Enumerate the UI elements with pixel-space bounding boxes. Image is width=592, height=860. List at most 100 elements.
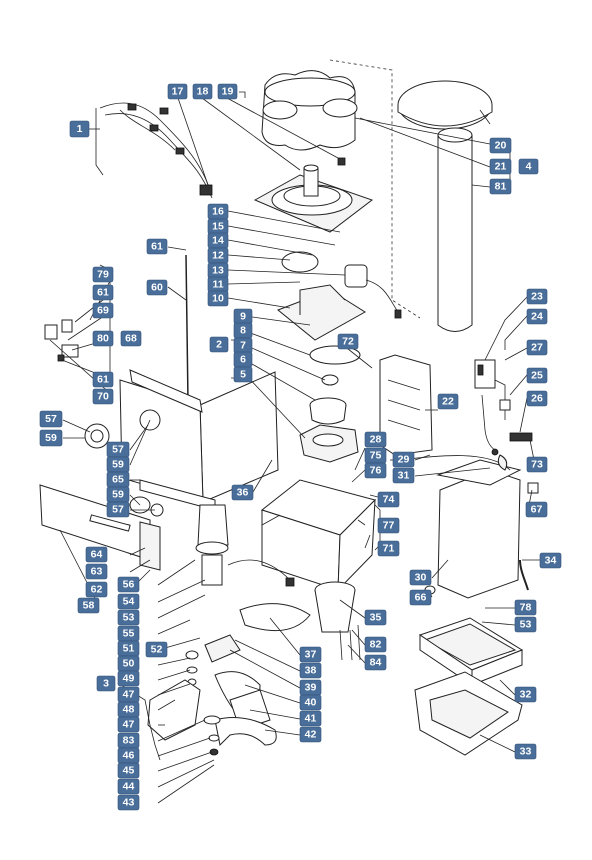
- callout-40: 40: [299, 694, 322, 711]
- callout-25: 25: [526, 367, 548, 384]
- svg-text:70: 70: [97, 391, 109, 403]
- hopper-canister: [261, 70, 358, 166]
- callout-78: 78: [514, 599, 537, 616]
- callout-1: 1: [69, 120, 90, 138]
- callout-73: 73: [526, 456, 548, 473]
- base-box: [260, 479, 376, 592]
- callout-52: 52: [145, 641, 168, 658]
- svg-text:5: 5: [240, 369, 246, 381]
- callout-64: 64: [85, 546, 108, 563]
- svg-text:36: 36: [237, 487, 249, 499]
- callout-74: 74: [377, 491, 400, 508]
- callout-71: 71: [377, 540, 400, 557]
- svg-text:17: 17: [172, 86, 184, 98]
- svg-text:19: 19: [222, 86, 234, 98]
- callout-39: 39: [299, 679, 322, 696]
- callout-47-a: 47: [117, 686, 140, 703]
- callout-49: 49: [117, 670, 140, 687]
- svg-text:81: 81: [495, 181, 507, 193]
- callout-56: 56: [117, 576, 140, 593]
- callout-55: 55: [117, 625, 140, 642]
- svg-text:20: 20: [495, 140, 507, 152]
- motor-bracket: [277, 284, 366, 341]
- svg-text:57: 57: [112, 444, 124, 456]
- svg-text:25: 25: [531, 370, 543, 382]
- callout-44: 44: [117, 778, 140, 795]
- svg-text:83: 83: [123, 735, 135, 747]
- callout-15: 15: [207, 218, 229, 235]
- svg-text:57: 57: [112, 504, 124, 516]
- callout-8: 8: [233, 322, 253, 339]
- svg-text:53: 53: [520, 619, 532, 631]
- svg-text:59: 59: [45, 432, 57, 444]
- callout-29: 29: [392, 451, 415, 468]
- callout-68: 68: [120, 330, 142, 347]
- svg-text:21: 21: [495, 161, 507, 173]
- callout-9: 9: [233, 308, 253, 325]
- drip-tray: [414, 617, 524, 756]
- svg-text:28: 28: [370, 434, 382, 446]
- svg-text:53: 53: [123, 612, 135, 624]
- svg-text:61: 61: [97, 287, 109, 299]
- callout-5: 5: [233, 366, 253, 383]
- callout-62: 62: [85, 581, 108, 598]
- svg-text:84: 84: [370, 657, 382, 669]
- svg-text:44: 44: [123, 781, 135, 793]
- callout-2: 2: [209, 336, 229, 353]
- callout-41: 41: [299, 710, 322, 727]
- svg-text:61: 61: [151, 241, 163, 253]
- svg-text:29: 29: [398, 454, 410, 466]
- knobs: [84, 409, 164, 517]
- callout-35: 35: [364, 609, 387, 626]
- callout-57-b: 57: [106, 441, 130, 458]
- callout-19: 19: [217, 83, 238, 100]
- svg-text:56: 56: [123, 579, 135, 591]
- svg-text:9: 9: [240, 311, 246, 323]
- callout-53-a: 53: [117, 609, 140, 626]
- svg-text:2: 2: [216, 339, 222, 351]
- callout-14: 14: [207, 232, 229, 249]
- callout-46: 46: [117, 747, 140, 764]
- svg-text:34: 34: [545, 555, 557, 567]
- callout-79: 79: [92, 266, 114, 283]
- mixer-column: [195, 504, 295, 587]
- callout-58: 58: [77, 597, 100, 614]
- svg-text:68: 68: [125, 333, 137, 345]
- svg-text:12: 12: [212, 250, 224, 262]
- svg-text:80: 80: [97, 333, 109, 345]
- callout-57-c: 57: [106, 501, 130, 518]
- lower-parts: [185, 650, 277, 756]
- svg-text:75: 75: [370, 450, 382, 462]
- svg-text:33: 33: [520, 746, 532, 758]
- svg-text:32: 32: [520, 689, 532, 701]
- callout-23: 23: [526, 288, 548, 305]
- callout-76: 76: [364, 462, 387, 479]
- svg-text:8: 8: [240, 325, 246, 337]
- svg-text:57: 57: [45, 413, 57, 425]
- callout-54: 54: [117, 593, 140, 610]
- callout-60: 60: [146, 279, 168, 296]
- svg-text:11: 11: [212, 279, 223, 291]
- callout-43: 43: [117, 794, 140, 811]
- leader-lines: [49, 91, 540, 804]
- frame-plate: [379, 354, 433, 456]
- svg-text:24: 24: [531, 311, 543, 323]
- svg-text:55: 55: [123, 628, 135, 640]
- svg-text:50: 50: [123, 658, 135, 670]
- funnel-ring-parts: [299, 345, 361, 463]
- callout-67: 67: [525, 501, 548, 518]
- svg-text:52: 52: [151, 644, 163, 656]
- callout-33: 33: [514, 743, 537, 760]
- svg-text:47: 47: [123, 689, 135, 701]
- callout-3: 3: [96, 675, 116, 692]
- svg-text:6: 6: [240, 354, 246, 366]
- callout-10: 10: [207, 290, 229, 307]
- callout-42: 42: [299, 726, 322, 743]
- callout-30: 30: [409, 569, 432, 586]
- svg-text:4: 4: [526, 161, 532, 173]
- callout-50: 50: [117, 655, 140, 672]
- svg-text:10: 10: [212, 293, 224, 305]
- callout-65: 65: [106, 471, 130, 488]
- callout-59-b: 59: [106, 456, 130, 473]
- svg-text:16: 16: [212, 206, 224, 218]
